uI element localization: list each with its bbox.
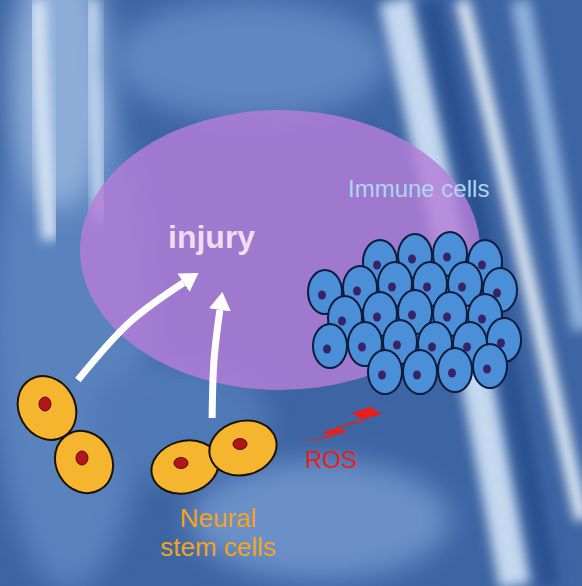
cell-nucleus (373, 313, 381, 322)
cell-nucleus (428, 343, 436, 352)
mri-canal (430, 0, 550, 586)
cell-nucleus (76, 451, 88, 465)
cell-nucleus (458, 283, 466, 292)
immune-cell-cluster: Immune cells (300, 170, 522, 392)
cell-nucleus (478, 315, 486, 324)
stem-cell (203, 413, 283, 483)
cell-nucleus (443, 313, 451, 322)
mri-bright-area (10, 0, 110, 210)
cell-nucleus (318, 291, 326, 300)
immune-cell (473, 344, 507, 388)
mri-tissue (520, 0, 582, 330)
mri-tissue (110, 0, 390, 120)
mri-spinal-cord (462, 0, 582, 520)
cell-nucleus (338, 317, 346, 326)
stem-cell-group: Neural stem cells (10, 370, 300, 570)
immune-cell (313, 324, 347, 368)
lightning-bolt (300, 396, 402, 442)
cell-nucleus (448, 369, 456, 378)
cell-nucleus (483, 365, 491, 374)
injury-region: injury (80, 110, 480, 390)
arrow-connector (212, 310, 220, 418)
mri-streak (38, 0, 50, 240)
cell-nucleus (388, 283, 396, 292)
ros-label: ROS (305, 447, 357, 473)
arrow-connector (78, 283, 184, 380)
cell-nucleus (174, 458, 188, 469)
cell-nucleus (463, 343, 471, 352)
injury-ellipse (80, 110, 480, 390)
cell-nucleus (373, 261, 381, 270)
immune-cell (368, 350, 402, 394)
region-label: injury (168, 220, 255, 255)
cell-nucleus (443, 253, 451, 262)
cell-nucleus (408, 255, 416, 264)
cell-nucleus (478, 261, 486, 270)
group-label: Neural stem cells (154, 504, 282, 561)
immune-cell (403, 350, 437, 394)
mri-spinal-cord (395, 0, 515, 586)
cell-nucleus (393, 341, 401, 350)
cell-nucleus (493, 289, 501, 298)
cell-nucleus (358, 343, 366, 352)
cell-nucleus (233, 439, 247, 450)
cell-nucleus (497, 339, 505, 348)
cell-nucleus (39, 397, 51, 411)
label-holder: ROS (305, 447, 357, 473)
stem-cell (44, 420, 124, 503)
cell-nucleus (378, 371, 386, 380)
cell-nucleus (413, 371, 421, 380)
cluster-label: Immune cells (348, 176, 489, 202)
region-outline (80, 110, 480, 390)
cell-nucleus (408, 311, 416, 320)
mri-streak (92, 0, 100, 220)
cell-nucleus (323, 345, 331, 354)
cell-nucleus (353, 287, 361, 296)
cell-nucleus (423, 283, 431, 292)
immune-cell (438, 348, 472, 392)
